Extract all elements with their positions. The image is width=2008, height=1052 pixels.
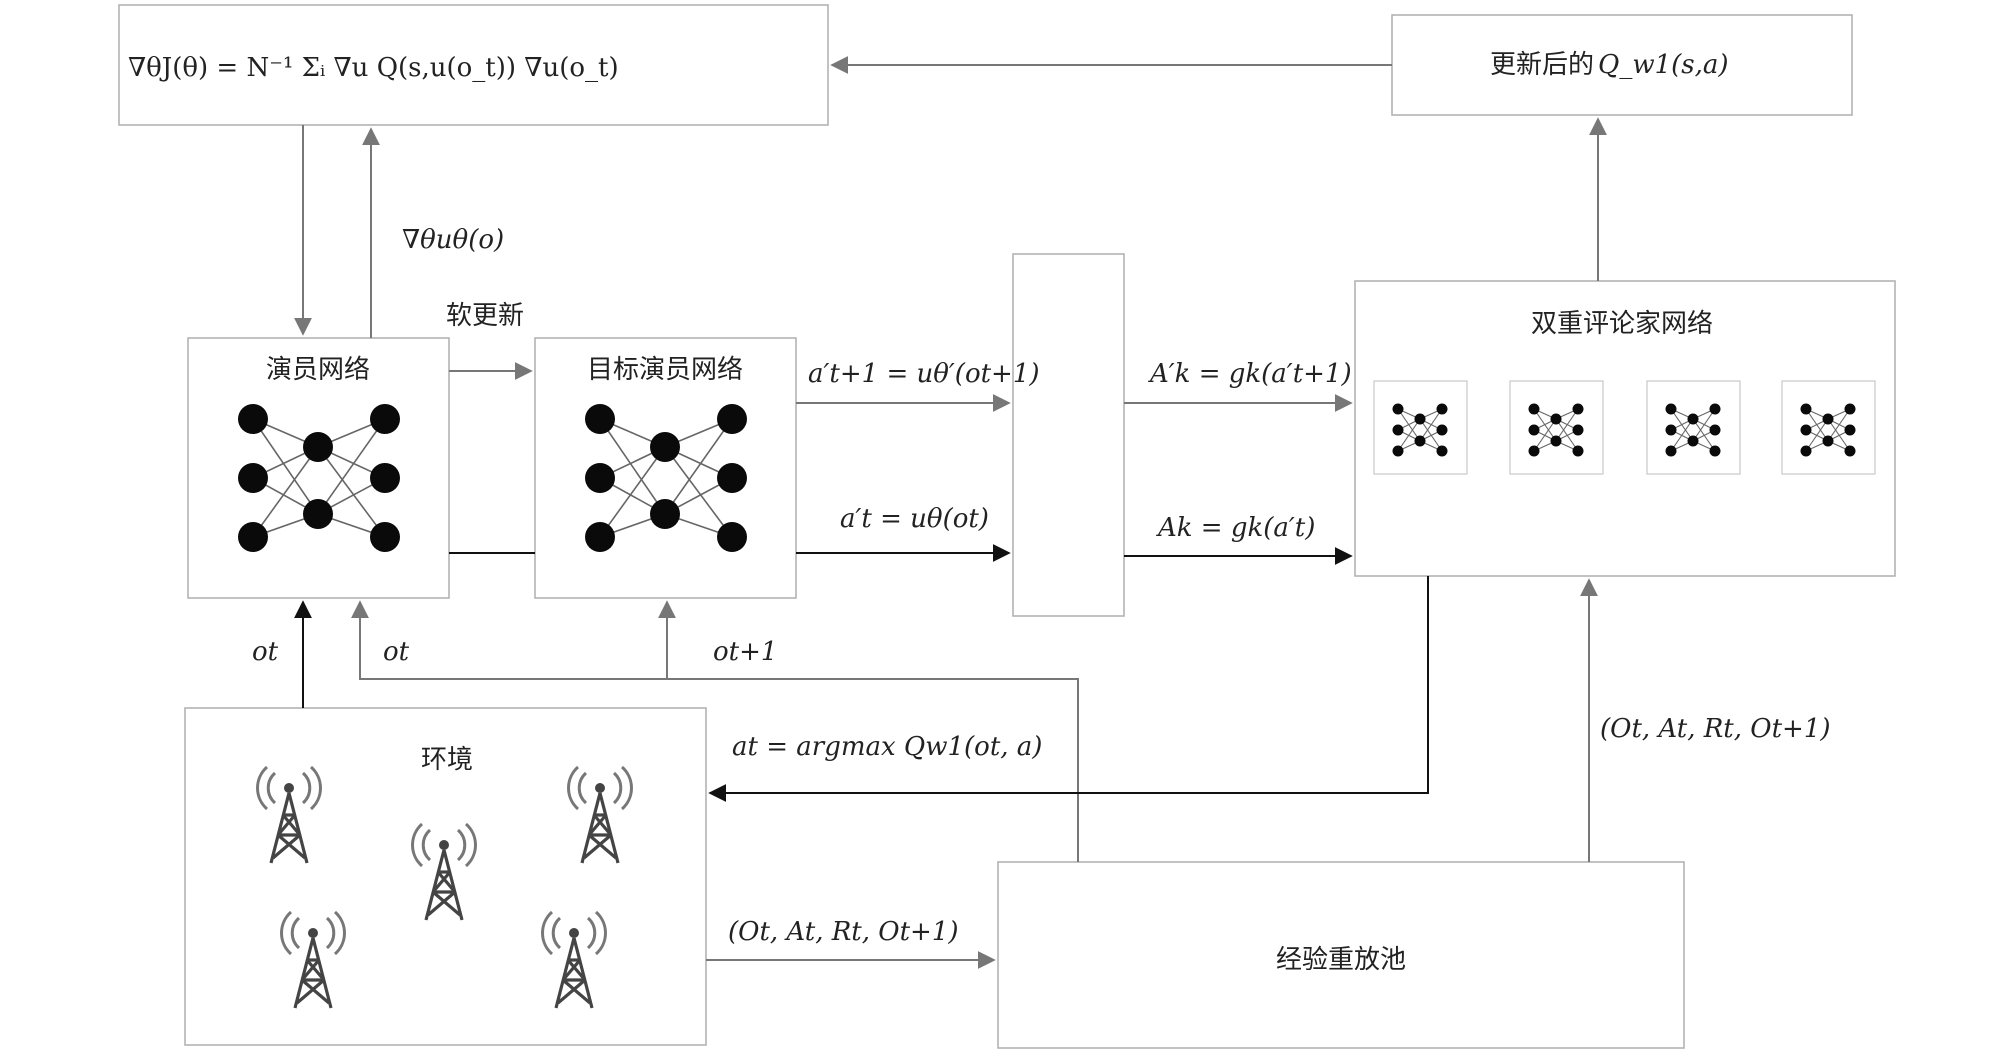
A-prime-k-label: A′k = gk(a′t+1) bbox=[1148, 359, 1352, 389]
arrow-pool-to-actor bbox=[351, 600, 1079, 862]
environment-title: 环境 bbox=[421, 745, 473, 775]
target-actor-network-box bbox=[534, 337, 797, 599]
transition-pool-label: (Ot, At, Rt, Ot+1) bbox=[1600, 714, 1831, 744]
replay-pool-title: 经验重放池 bbox=[1276, 945, 1406, 975]
updated-q-box bbox=[1391, 14, 1853, 116]
critic-2-box bbox=[1509, 380, 1604, 475]
actor-network-box bbox=[187, 337, 450, 599]
critic-3-box bbox=[1646, 380, 1741, 475]
updated-q-label: 更新后的 bbox=[1490, 50, 1594, 80]
replay-pool-box bbox=[997, 861, 1685, 1049]
a-prime-t-label: a′t = uθ(ot) bbox=[840, 504, 989, 534]
transition-env-label: (Ot, At, Rt, Ot+1) bbox=[728, 917, 959, 947]
arrow-critic-to-env bbox=[708, 576, 1429, 802]
policy-gradient-box bbox=[118, 4, 829, 126]
o-t1-label: ot+1 bbox=[713, 637, 777, 667]
policy-gradient-formula: ∇θJ(θ) = N⁻¹ Σᵢ ∇u Q(s,u(o_t)) ∇u(o_t) bbox=[128, 53, 619, 83]
mapping-box bbox=[1012, 253, 1125, 617]
double-critic-title: 双重评论家网络 bbox=[1531, 309, 1713, 339]
action-select-label: at = argmax Qw1(ot, a) bbox=[732, 732, 1042, 762]
actor-network-title: 演员网络 bbox=[266, 355, 370, 385]
o-t-label-1: ot bbox=[252, 637, 279, 667]
updated-q-math: Q_w1(s,a) bbox=[1598, 50, 1729, 80]
soft-update-label: 软更新 bbox=[446, 301, 524, 331]
target-actor-network-title: 目标演员网络 bbox=[587, 355, 743, 385]
a-prime-t1-label: a′t+1 = uθ′(ot+1) bbox=[808, 359, 1040, 389]
o-t-label-2: ot bbox=[383, 637, 410, 667]
critic-4-box bbox=[1781, 380, 1876, 475]
critic-1-box bbox=[1373, 380, 1468, 475]
actor-gradient-label: ∇θuθ(o) bbox=[402, 225, 504, 255]
A-k-label: Ak = gk(a′t) bbox=[1156, 513, 1315, 543]
